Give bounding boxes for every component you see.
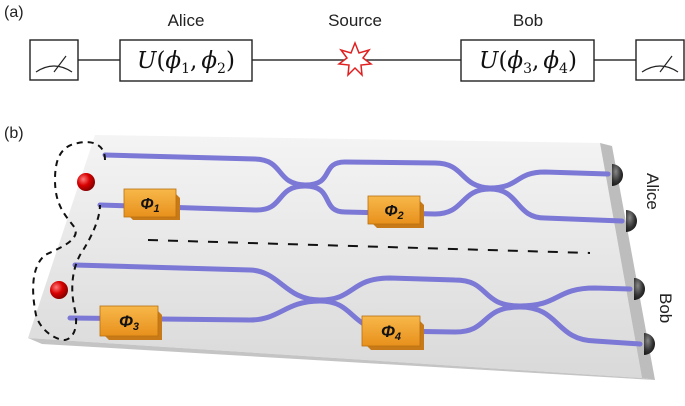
right-detector-meter [635,39,685,81]
phase-shifter-2: Φ2 [367,195,424,228]
alice-label-a: Alice [168,11,205,30]
detector-1-icon [612,164,623,186]
panel-a: (a) Alice Source Bob U(ϕ1,ϕ2) U(ϕ3,ϕ4) [4,4,685,82]
bob-label-b: Bob [656,293,675,323]
party-separator [147,239,591,254]
photon-bottom [50,281,68,299]
source-star-icon [337,40,373,78]
detectors [612,164,655,355]
alice-unitary-formula: U(ϕ1,ϕ2) [137,48,235,77]
source-label: Source [328,11,382,30]
entangled-pair-outline [32,141,106,342]
phase-shifter-4-label: Φ4 [381,322,401,343]
bob-unitary-box: U(ϕ3,ϕ4) [460,39,595,82]
phase-shifter-2-label: Φ2 [384,203,403,222]
detector-3-icon [634,278,645,300]
waveguide-3 [72,262,633,309]
phase-shifter-3: Φ3 [99,305,162,340]
panel-a-label: (a) [4,4,24,21]
alice-unitary-box: U(ϕ1,ϕ2) [119,39,253,82]
chip-front-edge [28,338,655,380]
detector-2-icon [626,210,637,232]
waveguide-4 [67,298,643,347]
photon-top [77,173,95,191]
chip-edge [600,143,655,380]
phase-shifter-3-label: Φ3 [119,312,139,333]
panel-b-label: (b) [4,125,24,142]
left-detector-meter [29,39,79,81]
phase-shifter-4: Φ4 [361,315,424,350]
alice-label-b: Alice [643,173,662,210]
detector-4-icon [644,333,655,355]
waveguide-1 [102,152,611,191]
bob-label-a: Bob [513,11,543,30]
phase-shifter-1-label: Φ1 [140,196,159,215]
phase-shifter-1: Φ1 [123,188,180,220]
panel-b: (b) Φ1 Φ2 [4,125,675,380]
bob-unitary-formula: U(ϕ3,ϕ4) [479,48,577,77]
